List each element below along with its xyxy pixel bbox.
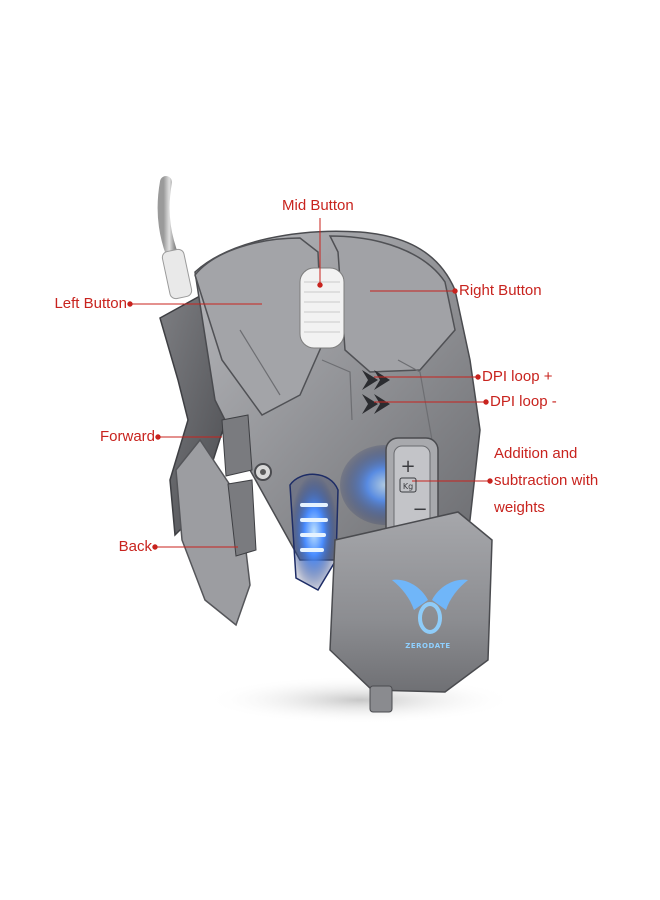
left-button-panel	[194, 237, 323, 416]
label-back: Back	[118, 538, 152, 555]
label-dpi-loop-minus: DPI loop -	[490, 393, 557, 410]
shell-trim-lines	[239, 329, 433, 441]
label-addition-line3: weights	[494, 499, 545, 516]
base-weight-screw	[369, 685, 393, 713]
label-right-button: Right Button	[459, 282, 542, 299]
weight-badge-box	[399, 477, 417, 493]
label-addition-line1: Addition and	[494, 445, 578, 462]
label-forward: Forward	[99, 428, 155, 445]
scroll-wheel-texture	[304, 281, 340, 333]
dpi-minus-chevron-2	[374, 394, 390, 414]
dpi-plus-chevron-2	[374, 370, 390, 390]
led-window	[289, 473, 339, 592]
scroll-wheel	[299, 267, 345, 349]
dpi-plus-chevron	[362, 370, 378, 390]
side-screw-core	[260, 469, 266, 475]
brand-wing-logo	[392, 579, 468, 634]
right-button-panel	[328, 235, 456, 373]
weight-badge: Kg	[403, 482, 413, 491]
weight-minus-sign: −	[412, 499, 427, 520]
cable-strain-relief	[161, 248, 193, 300]
led-fins	[300, 503, 328, 552]
weight-plus-sign: +	[400, 456, 415, 477]
label-left-button: Left Button	[54, 295, 127, 312]
label-dpi-loop-plus: DPI loop +	[482, 368, 553, 385]
label-addition-line2: subtraction with	[494, 472, 599, 489]
back-button	[227, 479, 257, 557]
dpi-minus-chevron	[362, 394, 378, 414]
forward-button	[221, 414, 253, 477]
rear-fin	[175, 438, 251, 627]
callout-lines	[127, 218, 493, 550]
label-mid-button: Mid Button	[282, 197, 354, 214]
floor-shadow	[205, 676, 515, 724]
brand-name: ZERODATE	[405, 642, 451, 650]
